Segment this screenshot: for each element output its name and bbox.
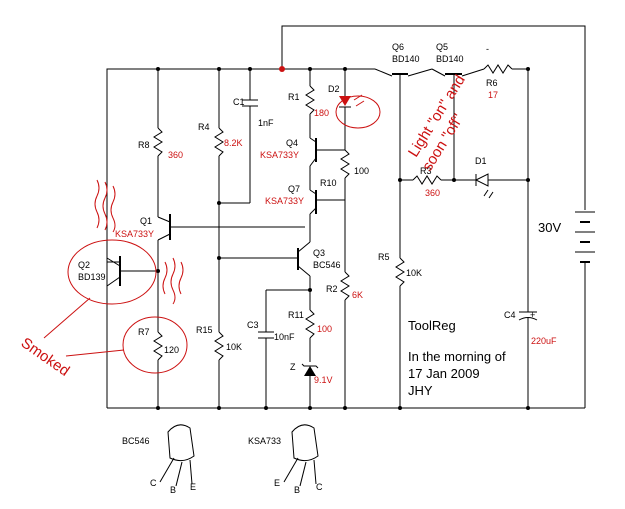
C1-value: 1nF	[258, 118, 274, 128]
package-bc546-pin1: C	[150, 478, 157, 488]
R8-resistor	[153, 127, 163, 157]
R6-resistor	[483, 64, 513, 74]
Q2-smoke-circle	[67, 239, 157, 305]
C4-plus: +	[530, 310, 535, 320]
package-bc546: BC546 C B E	[122, 424, 196, 495]
C1-ref: C1	[233, 97, 245, 107]
package-bc546-pin3: E	[190, 482, 196, 492]
minus-mark: -	[486, 44, 489, 54]
R4-value: 8.2K	[224, 138, 243, 148]
R1-resistor	[305, 85, 315, 115]
top-feed-wire	[281, 25, 586, 210]
Q7-part: KSA733Y	[265, 196, 304, 206]
Q6-part: BD140	[392, 54, 420, 64]
C3-ref: C3	[247, 320, 259, 330]
driver-section: R1 180 Q4 KSA733Y Q7 KSA733Y D2 R10 100	[260, 69, 369, 408]
Q1-ref: Q1	[140, 216, 152, 226]
package-ksa733-name: KSA733	[248, 436, 281, 446]
title-note-line3: 17 Jan 2009	[408, 366, 480, 381]
package-ksa733-pin1: E	[274, 478, 280, 488]
R1-ref: R1	[288, 92, 300, 102]
R10-value: 100	[354, 166, 369, 176]
R15-ref: R15	[196, 325, 213, 335]
C4-value: 220uF	[531, 336, 557, 346]
R7-resistor	[153, 331, 163, 361]
R11-ref: R11	[288, 310, 304, 320]
R6-value: 17	[488, 90, 498, 100]
R3-resistor	[412, 175, 442, 185]
R5-ref: R5	[378, 252, 390, 262]
Q5-part: BD140	[436, 54, 464, 64]
R2-resistor	[340, 271, 350, 301]
Q7-ref: Q7	[288, 184, 300, 194]
r4-r15-column: R4 8.2K R15 10K	[196, 69, 298, 408]
title-note: ToolReg In the morning of 17 Jan 2009 JH…	[408, 318, 506, 398]
R6-ref: R6	[486, 78, 498, 88]
junction-dots	[156, 66, 530, 410]
Q1-part: KSA733Y	[115, 229, 154, 239]
D1-diode	[474, 173, 489, 187]
R3-value: 360	[425, 188, 440, 198]
Q3-ref: Q3	[313, 248, 325, 258]
R3-ref: R3	[420, 166, 432, 176]
zener-value: 9.1V	[314, 375, 333, 385]
R8-value: 360	[168, 150, 183, 160]
R7-value: 120	[164, 345, 179, 355]
Q4-part: KSA733Y	[260, 150, 299, 160]
top-rail-left	[106, 68, 375, 408]
D2-led	[339, 96, 351, 106]
C1-capacitor: C1 1nF	[233, 69, 274, 203]
battery: 30V	[538, 211, 595, 263]
R15-value: 10K	[226, 342, 242, 352]
package-ksa733-pin3: C	[316, 482, 323, 492]
C4-ref: C4	[504, 310, 516, 320]
title-note-line4: JHY	[408, 383, 433, 398]
red-test-dot	[279, 66, 285, 72]
R4-ref: R4	[198, 122, 210, 132]
Q6-ref: Q6	[392, 42, 404, 52]
q3-section: Q3 BC546 C3 10nF R11 100 Z 9.1V	[247, 227, 341, 408]
R10-ref: R10	[320, 178, 337, 188]
R1-value: 180	[314, 108, 329, 118]
R5-resistor	[395, 257, 405, 287]
package-ksa733: KSA733 E B C	[248, 424, 323, 495]
R11-resistor	[305, 309, 315, 339]
Q5-ref: Q5	[436, 42, 448, 52]
Q2-ref: Q2	[78, 260, 90, 270]
output-section: Q6 BD140 Q5 BD140 - R6 17 R3 360 D1	[374, 42, 557, 408]
title-note-line1: ToolReg	[408, 318, 456, 333]
R4-resistor	[214, 127, 224, 157]
D2-highlight-circle	[335, 95, 381, 129]
package-ksa733-pin2: B	[294, 485, 300, 495]
R5-value: 10K	[406, 268, 422, 278]
zener-diode	[304, 366, 316, 376]
package-bc546-name: BC546	[122, 436, 150, 446]
C3-value: 10nF	[274, 332, 295, 342]
Q3-part: BC546	[313, 260, 341, 270]
smoke-annotations: Smoked Light "on" and soon "off"	[18, 72, 469, 380]
R8-ref: R8	[138, 140, 150, 150]
D2-ref: D2	[328, 84, 340, 94]
package-bc546-pin2: B	[170, 485, 176, 495]
R7-smoke-circle	[122, 316, 188, 374]
D1-ref: D1	[475, 156, 487, 166]
Q2-part: BD139	[78, 272, 106, 282]
title-note-line2: In the morning of	[408, 349, 506, 364]
zener-ref: Z	[290, 362, 296, 372]
R2-ref: R2	[326, 284, 338, 294]
R15-resistor	[214, 331, 224, 361]
smoked-label: Smoked	[18, 334, 73, 379]
R11-value: 100	[317, 324, 332, 334]
Q4-ref: Q4	[286, 138, 298, 148]
supply-voltage-label: 30V	[538, 220, 561, 235]
R7-ref: R7	[138, 327, 150, 337]
R10-resistor	[340, 149, 350, 179]
left-section: R8 360 Q1 KSA733Y Q2 BD139 R7 120	[78, 69, 305, 408]
R2-value: 6K	[352, 290, 363, 300]
